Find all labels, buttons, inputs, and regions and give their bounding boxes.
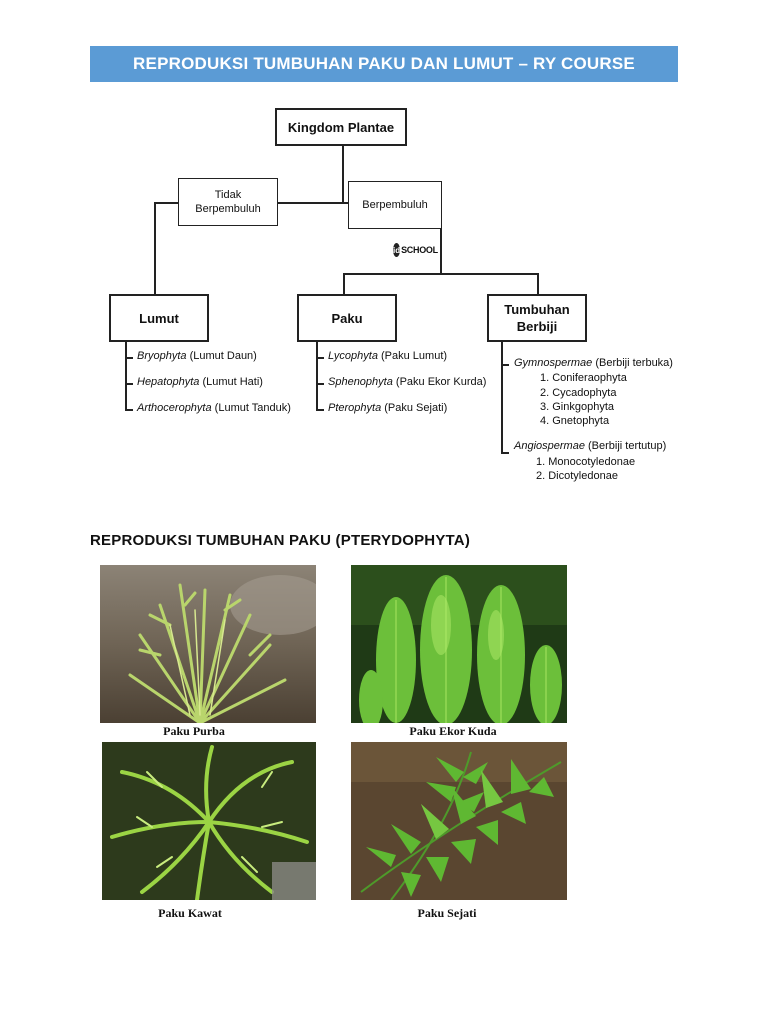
connector-line — [342, 146, 344, 204]
gymno-subitem: 3. Ginkgophyta — [540, 401, 614, 413]
caption-paku-kawat: Paku Kawat — [158, 906, 222, 920]
gymnospermae-item: Gymnospermae (Berbiji terbuka) — [514, 357, 673, 369]
connector-line — [154, 202, 180, 204]
tidak-label: Tidak — [214, 189, 242, 201]
tidak-berpembuluh-box: Tidak Berpembuluh — [178, 178, 278, 226]
angio-subitem: 2. Dicotyledonae — [536, 470, 618, 482]
berpembuluh-sub-label: Berpembuluh — [195, 203, 261, 215]
branch-line — [316, 342, 318, 410]
lumut-item: Bryophyta (Lumut Daun) — [137, 350, 257, 362]
gymno-subitem: 4. Gnetophyta — [540, 415, 610, 427]
lumut-item: Arthocerophyta (Lumut Tanduk) — [137, 402, 291, 414]
gymno-subitem: 1. Coniferaophyta — [540, 372, 627, 384]
paku-box: Paku — [297, 294, 397, 342]
section-title: REPRODUKSI TUMBUHAN PAKU (PTERYDOPHYTA) — [90, 532, 471, 549]
paku-kawat-image — [102, 742, 316, 900]
logo-disc-icon: id — [393, 243, 401, 257]
gymno-subitem: 2. Cycadophyta — [540, 387, 617, 399]
angiospermae-item: Angiospermae (Berbiji tertutup) — [514, 440, 667, 452]
paku-item: Sphenophyta (Paku Ekor Kurda) — [328, 376, 487, 388]
berpembuluh-box: Berpembuluh — [348, 181, 442, 229]
lumut-item: Hepatophyta (Lumut Hati) — [137, 376, 263, 388]
page-header-banner: REPRODUKSI TUMBUHAN PAKU DAN LUMUT – RY … — [90, 46, 678, 82]
paku-sejati-image — [351, 742, 567, 900]
connector-line — [343, 273, 539, 275]
lumut-label: Lumut — [139, 310, 179, 326]
paku-item: Pterophyta (Paku Sejati) — [328, 402, 448, 414]
paku-item: Lycophyta (Paku Lumut) — [328, 350, 448, 362]
branch-line — [125, 342, 127, 410]
angio-subitem: 1. Monocotyledonae — [536, 456, 636, 468]
berpembuluh-label: Berpembuluh — [362, 199, 428, 211]
photo-paku-purba — [100, 565, 316, 723]
page-title: REPRODUKSI TUMBUHAN PAKU DAN LUMUT – RY … — [133, 54, 635, 73]
idschool-logo: id SCHOOL — [393, 242, 438, 258]
caption-paku-purba: Paku Purba — [163, 724, 225, 738]
caption-paku-ekor-kuda: Paku Ekor Kuda — [409, 724, 497, 738]
branch-tick — [125, 357, 133, 359]
tumbuhan-berbiji-box: Tumbuhan Berbiji — [487, 294, 587, 342]
caption-paku-sejati: Paku Sejati — [417, 906, 477, 920]
paku-ekor-kuda-image — [351, 565, 567, 723]
paku-label: Paku — [331, 310, 363, 326]
photo-paku-ekor-kuda — [351, 565, 567, 723]
logo-text: SCHOOL — [401, 245, 438, 255]
connector-line — [343, 273, 345, 294]
lumut-box: Lumut — [109, 294, 209, 342]
branch-line — [501, 342, 503, 453]
paku-purba-image — [100, 565, 316, 723]
branch-tick — [125, 383, 133, 385]
tumbuhan-label: Tumbuhan — [504, 302, 570, 317]
connector-line — [154, 202, 156, 294]
branch-tick — [316, 357, 324, 359]
kingdom-plantae-label: Kingdom Plantae — [287, 119, 395, 135]
photo-paku-kawat — [102, 742, 316, 900]
connector-line — [278, 202, 350, 204]
photo-paku-sejati — [351, 742, 567, 900]
branch-tick — [125, 409, 133, 411]
branch-tick — [316, 409, 324, 411]
kingdom-plantae-box: Kingdom Plantae — [275, 108, 407, 146]
connector-line — [537, 273, 539, 294]
berbiji-label: Berbiji — [516, 319, 558, 334]
branch-tick — [316, 383, 324, 385]
branch-tick — [501, 452, 509, 454]
branch-tick — [501, 364, 509, 366]
connector-line — [440, 204, 442, 274]
